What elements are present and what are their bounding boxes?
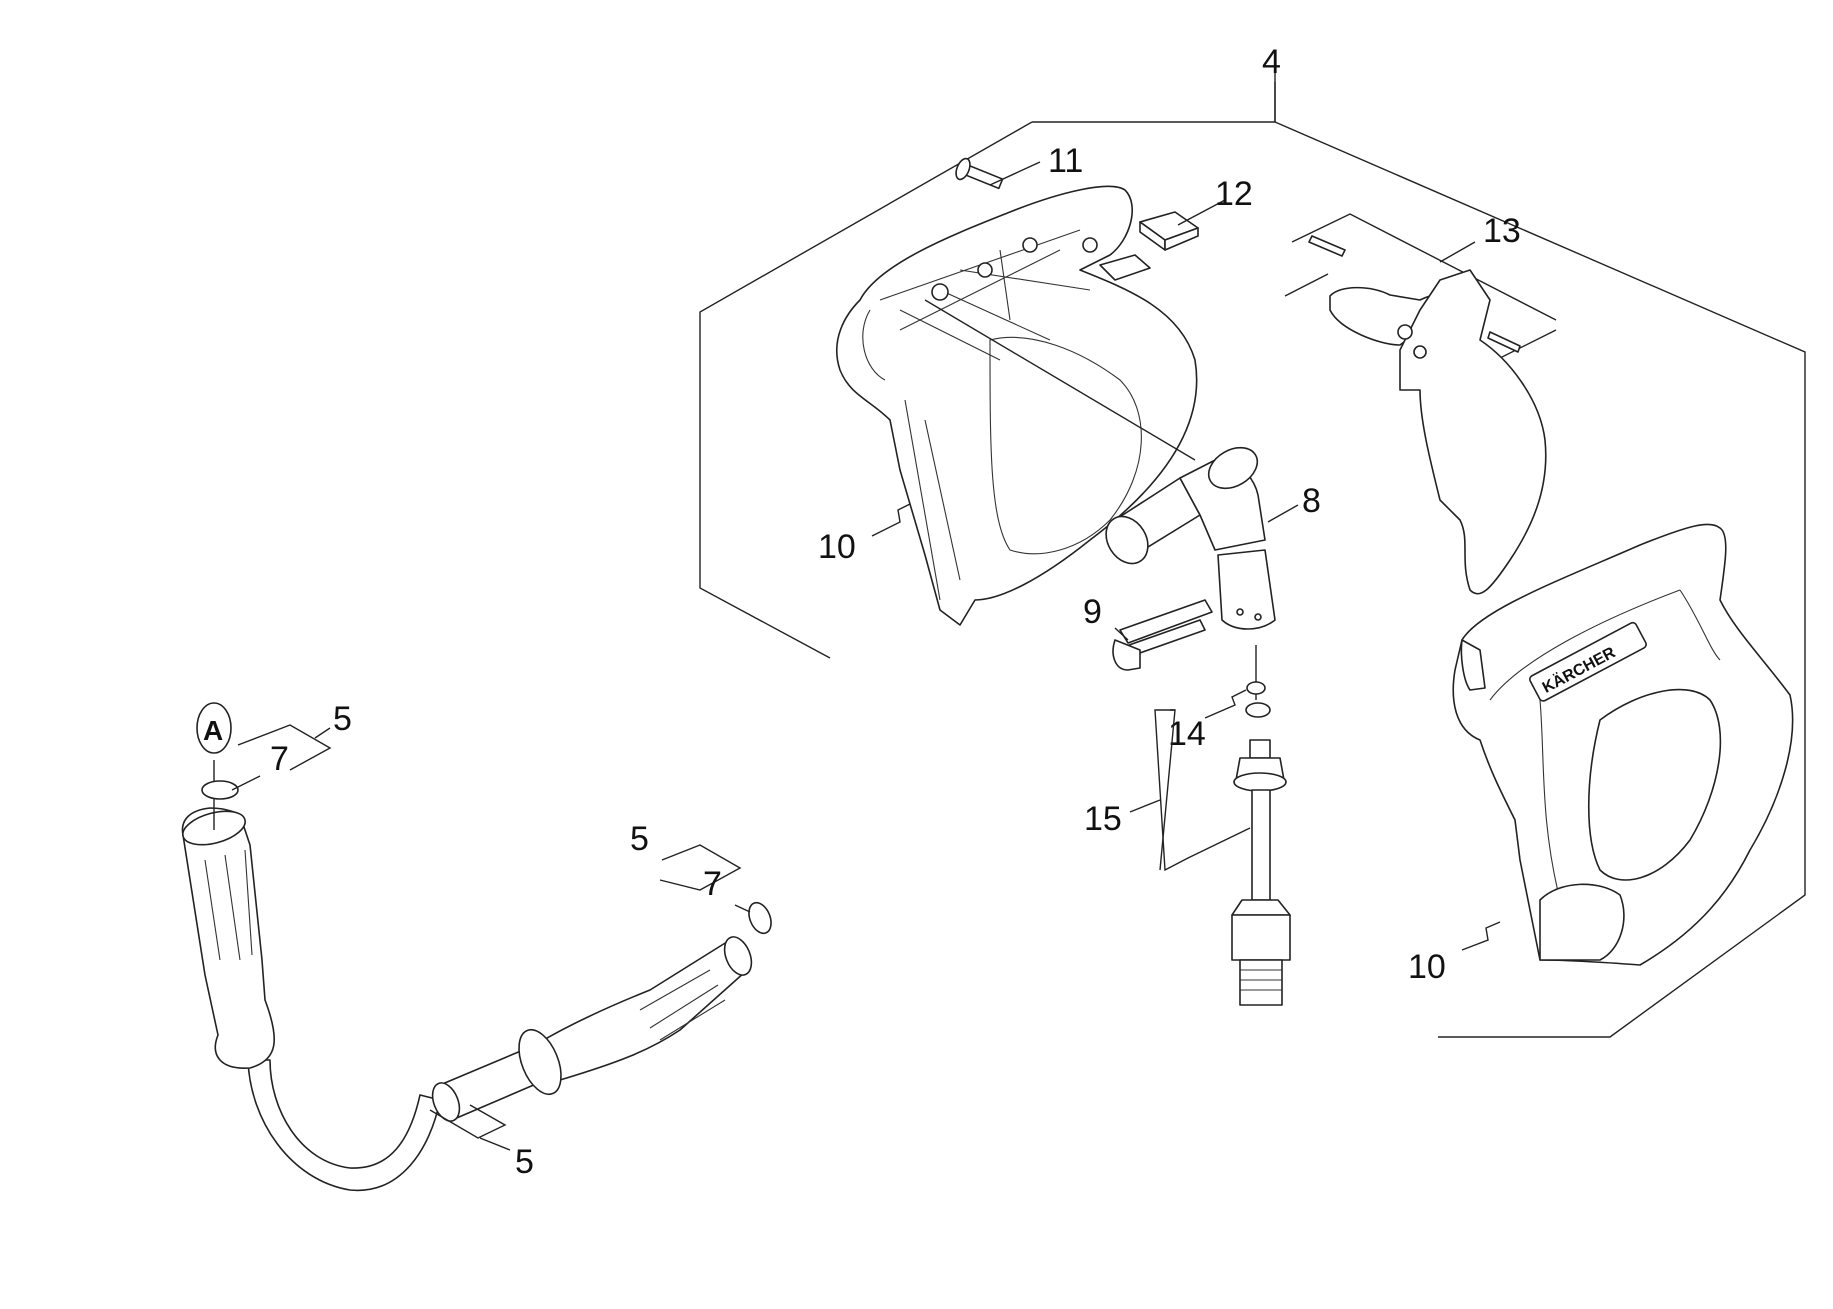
label-7-top: 7 — [270, 740, 289, 778]
leader-5-bottom-tick — [479, 1137, 511, 1151]
leader-10-left — [871, 503, 911, 537]
label-9: 9 — [1083, 593, 1102, 631]
label-10-left: 10 — [818, 528, 856, 566]
label-5-bottom: 5 — [515, 1143, 534, 1181]
valve-insert — [1231, 739, 1291, 1006]
leader-11 — [989, 161, 1041, 186]
label-10-right: 10 — [1408, 948, 1446, 986]
elbow-fitting — [1105, 446, 1276, 630]
leader-9 — [1114, 627, 1129, 641]
marker-a: A — [196, 702, 232, 754]
leader-5-bottom — [429, 1104, 507, 1139]
leader-15-bracket — [1154, 709, 1251, 872]
leader-14 — [1204, 689, 1247, 719]
screw — [955, 157, 1004, 190]
right-housing-shell: KÄRCHER — [1452, 523, 1794, 966]
left-shell-centerline — [924, 299, 1196, 461]
small-oring — [1246, 681, 1266, 695]
button — [1099, 211, 1199, 281]
leader-13 — [1439, 241, 1476, 263]
trigger-kit — [1284, 213, 1557, 595]
leader-7-end — [734, 904, 751, 913]
label-7-end: 7 — [703, 865, 722, 903]
leader-8 — [1267, 504, 1299, 523]
leader-10-right — [1461, 921, 1501, 951]
leader-7-top — [231, 775, 261, 791]
label-12: 12 — [1215, 175, 1253, 213]
label-4: 4 — [1262, 43, 1281, 81]
label-8: 8 — [1302, 482, 1321, 520]
marker-a-text: A — [203, 715, 223, 746]
small-oring-lower — [1245, 702, 1271, 718]
leader-12 — [1177, 199, 1226, 226]
left-housing-shell — [836, 185, 1198, 626]
hose-end-oring — [748, 901, 772, 935]
leader-5-top — [237, 724, 332, 771]
leader-5-end — [659, 844, 742, 891]
label-5-end: 5 — [630, 820, 649, 858]
label-11: 11 — [1048, 142, 1083, 180]
label-15: 15 — [1084, 800, 1122, 838]
hose-top-oring — [201, 780, 239, 800]
label-13: 13 — [1483, 212, 1521, 250]
brand-plate — [1529, 621, 1647, 702]
clip — [1112, 599, 1213, 671]
leader-15-label — [1129, 799, 1161, 813]
leader-5-top-tick — [314, 727, 331, 739]
hose-assembly — [181, 760, 772, 1192]
label-5-top: 5 — [333, 700, 352, 738]
